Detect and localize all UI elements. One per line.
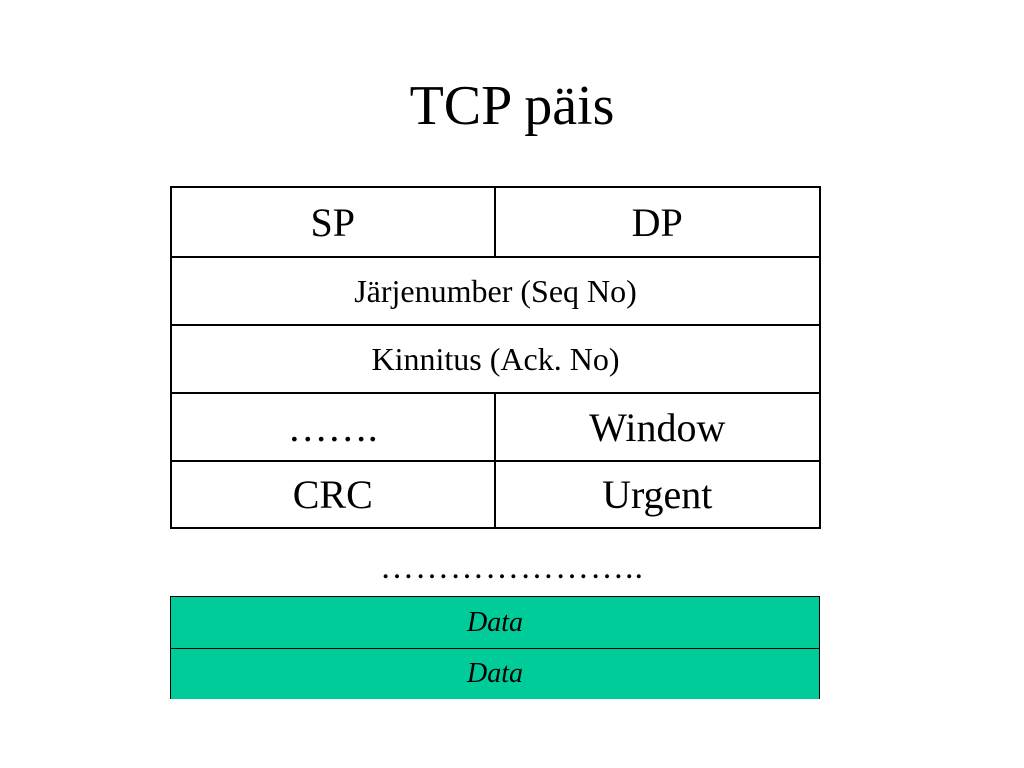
tcp-header-table: SP DP Järjenumber (Seq No) Kinnitus (Ack…: [170, 186, 821, 529]
flags-cell: …….: [172, 394, 496, 460]
data-row: Data: [171, 648, 819, 699]
source-port-cell: SP: [172, 188, 496, 256]
header-row-window: ……. Window: [172, 392, 819, 460]
header-row-seq: Järjenumber (Seq No): [172, 256, 819, 324]
sequence-number-cell: Järjenumber (Seq No): [354, 272, 637, 309]
header-row-ports: SP DP: [172, 188, 819, 256]
data-block: Data Data: [170, 596, 820, 699]
header-row-ack: Kinnitus (Ack. No): [172, 324, 819, 392]
header-row-crc: CRC Urgent: [172, 460, 819, 527]
slide-title: TCP päis: [409, 75, 615, 137]
acknowledgement-number-cell: Kinnitus (Ack. No): [371, 340, 620, 377]
data-row: Data: [171, 597, 819, 648]
urgent-cell: Urgent: [602, 472, 713, 517]
crc-cell: CRC: [172, 462, 496, 527]
options-separator: …………………..: [380, 549, 644, 586]
destination-port-cell: DP: [631, 199, 683, 245]
window-cell: Window: [589, 404, 726, 450]
